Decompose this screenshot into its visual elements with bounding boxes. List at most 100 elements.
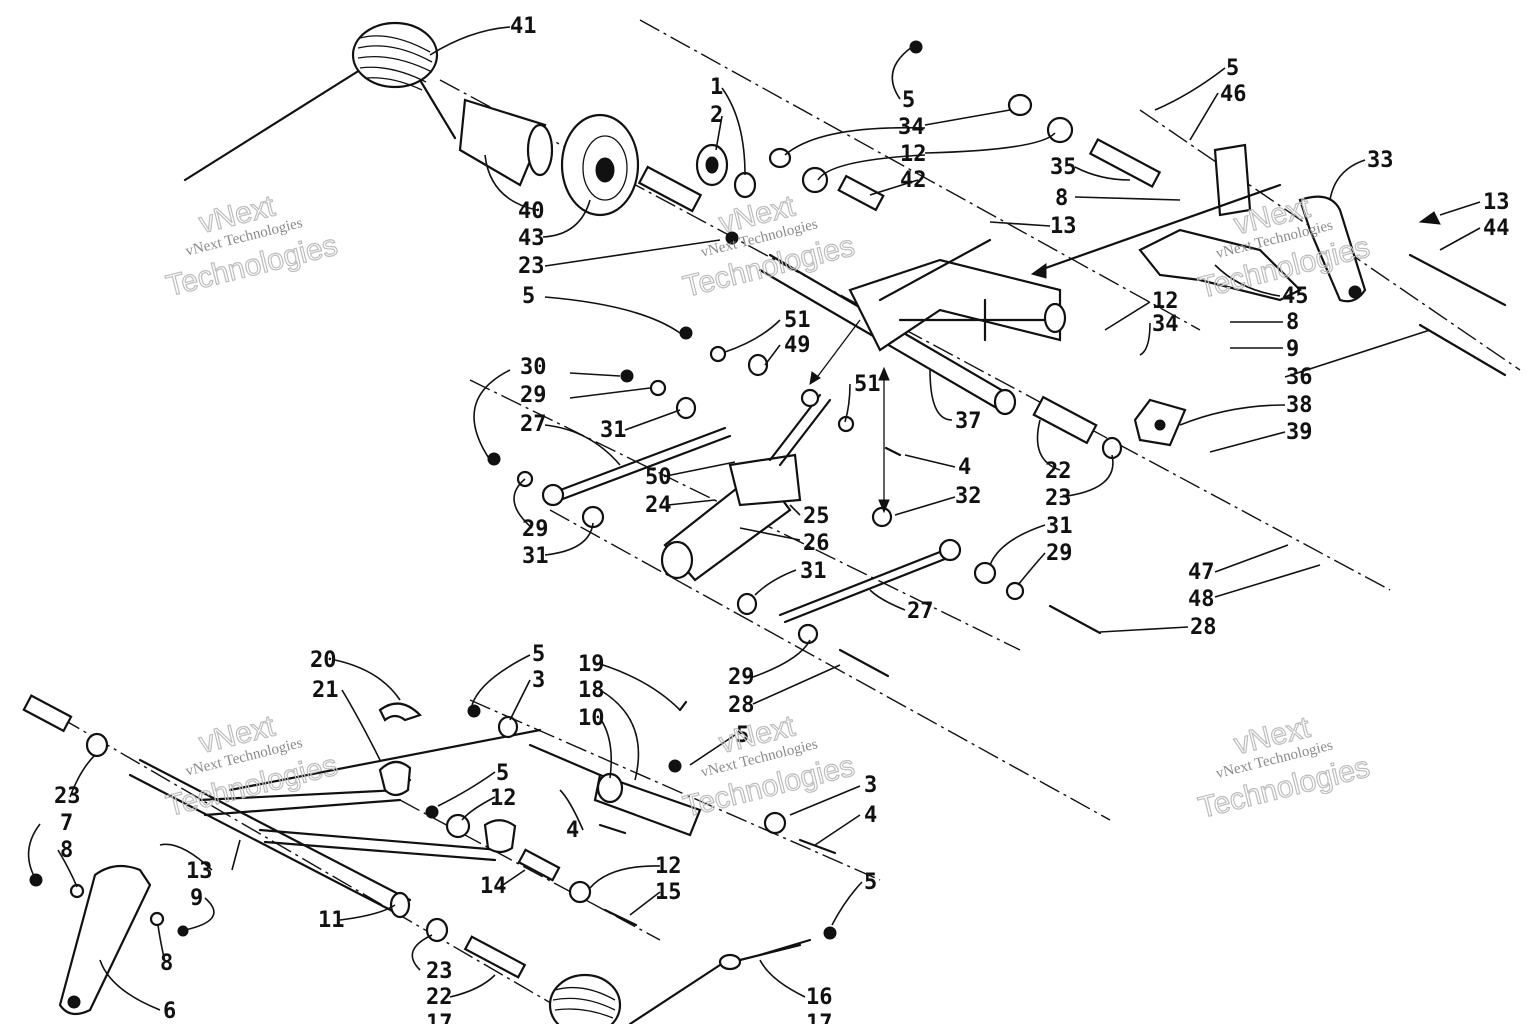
callout-4: 4 [566, 818, 579, 843]
front-shock-10 [528, 743, 702, 837]
callout-3: 3 [864, 773, 877, 798]
callout-31: 31 [600, 418, 627, 443]
callout-23: 23 [54, 784, 81, 809]
callout-45: 45 [1282, 284, 1309, 309]
callout-8: 8 [1055, 186, 1068, 211]
spacers-22-23 [871, 395, 1123, 528]
callout-46: 46 [1220, 82, 1247, 107]
callout-5: 5 [522, 284, 535, 309]
callout-39: 39 [1286, 420, 1313, 445]
callout-1: 1 [710, 75, 723, 100]
callout-29: 29 [520, 383, 547, 408]
callout-29: 29 [1046, 541, 1073, 566]
callout-50: 50 [645, 465, 672, 490]
callout-17: 17 [426, 1011, 453, 1024]
callout-8: 8 [1286, 310, 1299, 335]
callout-36: 36 [1286, 365, 1313, 390]
callout-33: 33 [1367, 148, 1394, 173]
spacer-sleeve-40 [458, 98, 554, 187]
callout-8: 8 [160, 951, 173, 976]
callout-5: 5 [864, 870, 877, 895]
callout-6: 6 [163, 999, 176, 1024]
callout-12: 12 [490, 786, 517, 811]
callout-13: 13 [1050, 214, 1077, 239]
callout-28: 28 [728, 693, 755, 718]
callout-30: 30 [520, 355, 547, 380]
rear-bracket-33-45 [1030, 143, 1367, 303]
callout-47: 47 [1188, 560, 1215, 585]
callout-5: 5 [902, 88, 915, 113]
callout-4: 4 [864, 803, 877, 828]
callout-35: 35 [1050, 155, 1077, 180]
long-bolts-right [1408, 211, 1507, 377]
callout-9: 9 [1286, 337, 1299, 362]
callout-23: 23 [1045, 486, 1072, 511]
front-small-parts [22, 694, 837, 979]
callout-18: 18 [578, 678, 605, 703]
callout-31: 31 [1046, 514, 1073, 539]
callout-13: 13 [186, 859, 213, 884]
rear-arm-assembly-37 [758, 238, 1067, 416]
callout-49: 49 [784, 333, 811, 358]
callout-8: 8 [60, 838, 73, 863]
shock-absorber-24 [660, 388, 832, 582]
callout-40: 40 [518, 199, 545, 224]
callout-5: 5 [532, 642, 545, 667]
callout-9: 9 [190, 886, 203, 911]
assembly-arrows [809, 319, 890, 514]
callout-48: 48 [1188, 587, 1215, 612]
callout-27: 27 [907, 599, 934, 624]
snap-ring-1 [733, 171, 757, 199]
callout-38: 38 [1286, 393, 1313, 418]
callout-2: 2 [710, 103, 723, 128]
callout-15: 15 [655, 880, 682, 905]
callout-19: 19 [578, 652, 605, 677]
callout-17: 17 [806, 1011, 833, 1024]
callout-12: 12 [655, 854, 682, 879]
callout-4: 4 [958, 455, 971, 480]
watermark-bottomright: vNext vNext Technologies Technologies [1195, 710, 1374, 825]
callout-24: 24 [645, 493, 672, 518]
callout-26: 26 [803, 531, 830, 556]
callout-25: 25 [803, 504, 830, 529]
mid-spacers [487, 326, 1102, 678]
callout-22: 22 [426, 985, 453, 1010]
watermark-bottomleft: vNext vNext Technologies Technologies [162, 709, 341, 824]
callout-22: 22 [1045, 459, 1072, 484]
callout-16: 16 [806, 985, 833, 1010]
callout-10: 10 [578, 706, 605, 731]
callout-34: 34 [1152, 312, 1179, 337]
callout-29: 29 [522, 517, 549, 542]
callout-23: 23 [518, 254, 545, 279]
callout-31: 31 [522, 544, 549, 569]
front-arm-assembly-11 [128, 728, 542, 919]
callout-12: 12 [900, 142, 927, 167]
callout-14: 14 [480, 874, 507, 899]
leader-lines [27, 26, 1481, 1011]
link-arms-27 [541, 426, 962, 624]
callout-labels: 41 40 43 23 1 2 5 34 12 42 35 8 13 5 46 … [54, 14, 1510, 1024]
callout-23: 23 [426, 959, 453, 984]
callout-43: 43 [518, 226, 545, 251]
callout-44: 44 [1483, 216, 1510, 241]
callout-29: 29 [728, 665, 755, 690]
callout-51: 51 [784, 308, 811, 333]
callout-37: 37 [955, 409, 982, 434]
callout-32: 32 [955, 484, 982, 509]
callout-7: 7 [60, 811, 73, 836]
callout-5: 5 [736, 723, 749, 748]
callout-12: 12 [1152, 289, 1179, 314]
callout-51: 51 [854, 372, 881, 397]
callout-11: 11 [318, 908, 345, 933]
callout-42: 42 [900, 168, 927, 193]
callout-20: 20 [310, 648, 337, 673]
callout-34: 34 [898, 115, 925, 140]
bearing-2 [695, 143, 729, 187]
torsion-spring-bottom [548, 973, 622, 1024]
callout-27: 27 [520, 412, 547, 437]
callout-5: 5 [1226, 56, 1239, 81]
torsion-spring-top [183, 21, 457, 182]
pivot-arm-6 [58, 864, 152, 1016]
callout-5: 5 [496, 761, 509, 786]
